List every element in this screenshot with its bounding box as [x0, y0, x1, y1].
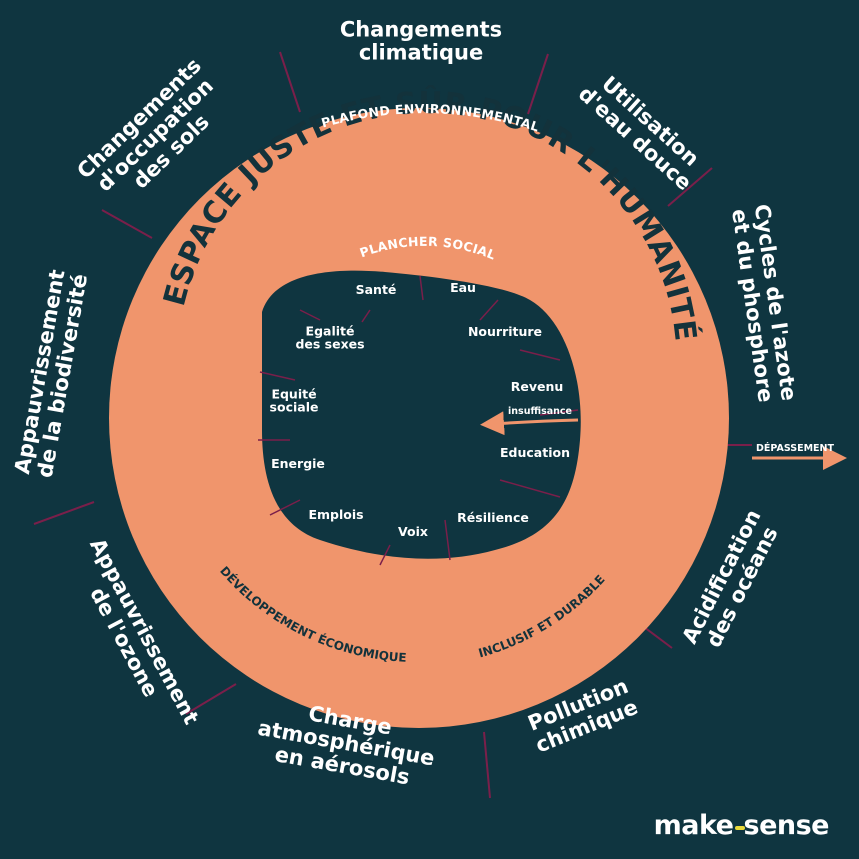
social-label-nourriture: Nourriture	[468, 324, 542, 339]
divider-line	[519, 349, 561, 361]
outer-dividers	[33, 51, 752, 799]
divider-line	[33, 501, 95, 525]
social-label-energie: Energie	[271, 456, 325, 471]
social-label-line: Nourriture	[468, 324, 542, 339]
shortfall-label: insuffisance	[508, 406, 572, 417]
divider-line	[444, 519, 451, 561]
social-label-line: sociale	[270, 400, 319, 415]
boundary-label-line: climatique	[359, 41, 483, 65]
boundary-label-nitrogen: Cycles de l'azoteet du phosphore	[727, 203, 801, 406]
make-sense-logo: make sense	[653, 810, 830, 841]
overshoot-arrow: DÉPASSEMENT	[752, 442, 847, 470]
social-label-sante: Santé	[356, 282, 397, 297]
inner-dividers	[258, 275, 579, 566]
divider-line	[299, 309, 321, 321]
divider-line	[483, 731, 491, 799]
social-label-emplois: Emplois	[308, 507, 363, 522]
social-label-line: Egalité	[306, 324, 355, 339]
shortfall-arrow: insuffisance	[480, 406, 579, 436]
social-label-line: Equité	[271, 387, 316, 402]
social-label-line: Revenu	[511, 379, 564, 394]
overshoot-label: DÉPASSEMENT	[756, 442, 834, 454]
logo-part2: sense	[743, 810, 830, 841]
social-label-line: Santé	[356, 282, 397, 297]
social-label-resilience: Résilience	[457, 510, 529, 525]
social-label-line: Energie	[271, 456, 325, 471]
social-label-eau: Eau	[450, 280, 476, 295]
boundary-label-biodiversity: Appauvrissementde la biodiversité	[10, 268, 92, 480]
divider-line	[667, 167, 713, 207]
social-label-line: Voix	[398, 524, 428, 539]
divider-line	[539, 409, 579, 416]
divider-line	[419, 275, 424, 301]
social-label-line: Résilience	[457, 510, 529, 525]
divider-line	[479, 299, 499, 321]
boundary-label-line: Changements	[340, 18, 502, 42]
divider-line	[259, 371, 296, 381]
social-label-line: des sexes	[295, 337, 364, 352]
divider-line	[361, 309, 371, 323]
social-label-education: Education	[500, 445, 570, 460]
social-label-line: Eau	[450, 280, 476, 295]
divider-line	[185, 683, 237, 715]
social-shortfall-hole	[262, 270, 581, 559]
divider-line	[527, 53, 549, 115]
divider-line	[101, 209, 153, 239]
divider-line	[269, 499, 301, 516]
divider-line	[279, 51, 301, 113]
social-label-revenu: Revenu	[511, 379, 564, 394]
divider-line	[379, 544, 391, 566]
social-label-voix: Voix	[398, 524, 428, 539]
social-label-line: Education	[500, 445, 570, 460]
logo-part1: make	[653, 810, 734, 841]
social-label-line: Emplois	[308, 507, 363, 522]
divider-line	[499, 479, 561, 498]
